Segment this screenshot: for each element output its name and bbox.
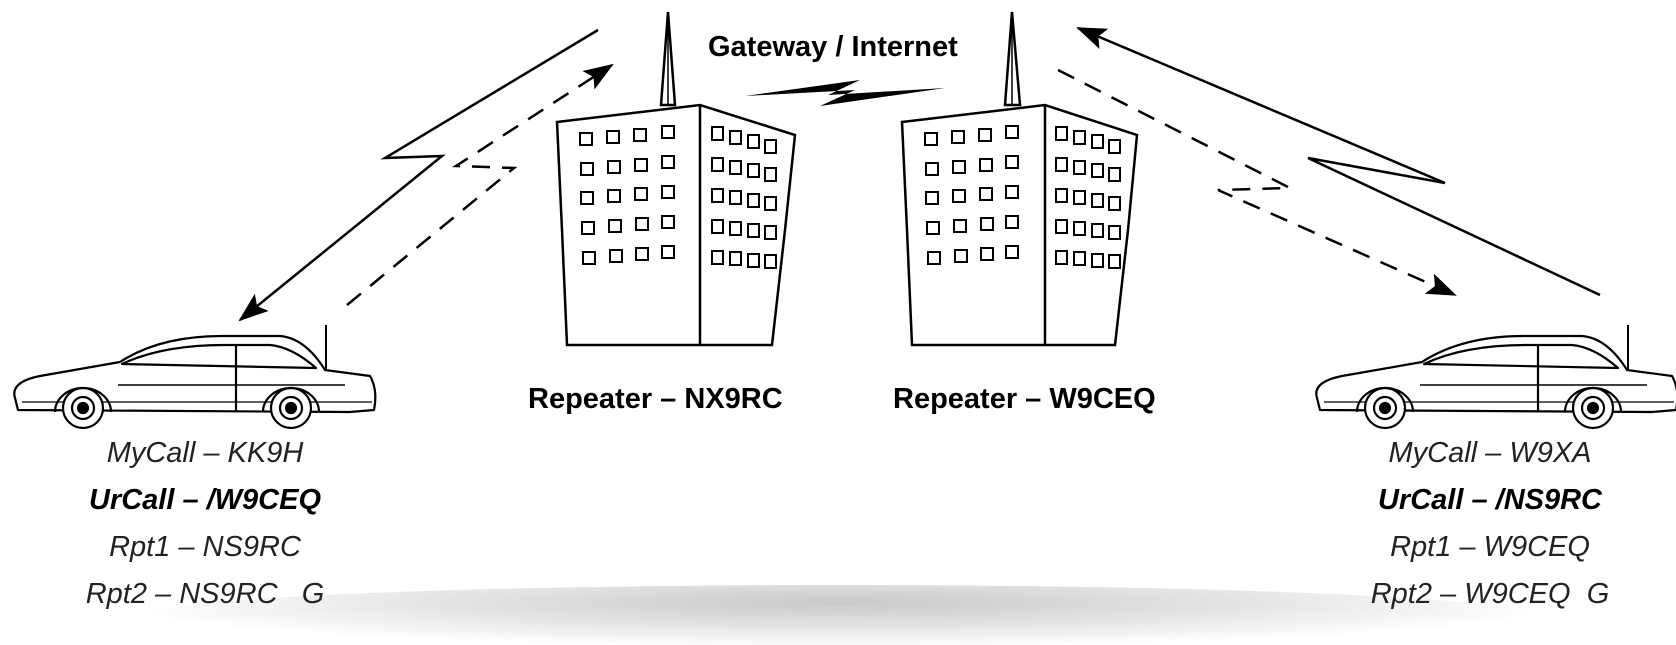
mycall-line: MyCall – KK9H — [106, 437, 304, 469]
urcall-line: UrCall – /NS9RC — [1377, 484, 1602, 516]
network-diagram — [13, 11, 1676, 430]
repeater-tower-w9ceq — [900, 11, 1139, 347]
rpt1-line: Rpt1 – NS9RC — [109, 531, 301, 563]
rpt2-line: Rpt2 – NS9RC G — [85, 578, 325, 610]
left-downlink-arrow — [238, 28, 599, 322]
station-w9xa-settings: MyCall – W9XA UrCall – /NS9RC Rpt1 – W9C… — [1300, 430, 1676, 618]
car-kk9h — [13, 325, 377, 430]
left-uplink-arrow — [346, 63, 614, 306]
station-kk9h-settings: MyCall – KK9H UrCall – /W9CEQ Rpt1 – NS9… — [15, 430, 395, 618]
urcall-line: UrCall – /W9CEQ — [88, 484, 322, 516]
repeater-label-w9ceq: Repeater – W9CEQ — [893, 383, 1156, 415]
mycall-line: MyCall – W9XA — [1388, 437, 1592, 469]
repeater-label-nx9rc: Repeater – NX9RC — [528, 383, 783, 415]
gateway-label: Gateway / Internet — [708, 31, 958, 63]
rpt2-line: Rpt2 – W9CEQ G — [1370, 578, 1610, 610]
right-downlink-arrow — [1057, 68, 1457, 297]
right-uplink-arrow — [1076, 26, 1601, 297]
car-w9xa — [1315, 325, 1676, 430]
rpt1-line: Rpt1 – W9CEQ — [1390, 531, 1590, 563]
gateway-link-bolt — [745, 80, 945, 106]
repeater-tower-nx9rc — [555, 11, 797, 347]
